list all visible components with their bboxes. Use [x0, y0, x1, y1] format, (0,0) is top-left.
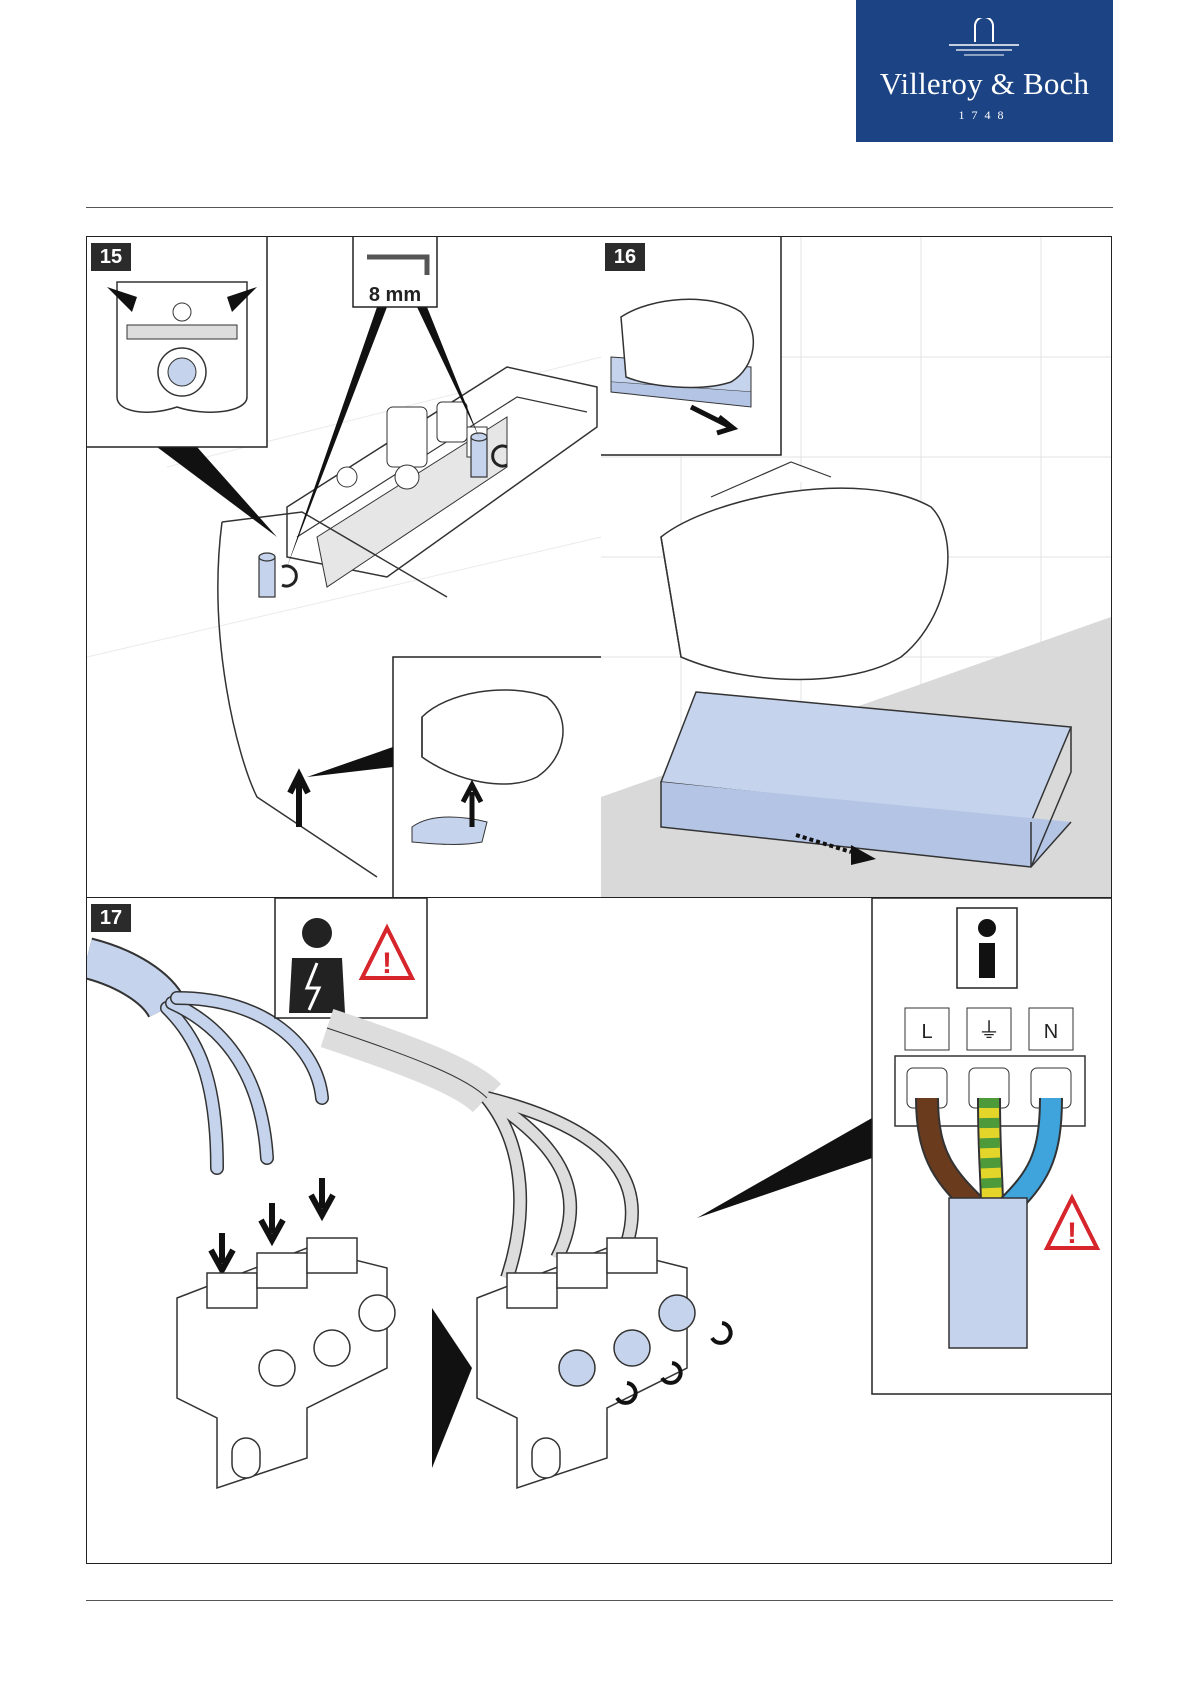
step-17-panel: !	[87, 897, 1111, 1564]
step-17-illustration: !	[87, 898, 1111, 1564]
step-number: 17	[91, 904, 131, 932]
left-bolt-icon	[259, 553, 275, 597]
step-15-panel: 8 mm 15	[87, 237, 602, 897]
svg-text:!: !	[1067, 1217, 1077, 1250]
step-15-illustration: 8 mm	[87, 237, 601, 897]
insert-arrow-icon	[261, 1203, 283, 1240]
terminal-label-neutral: N	[1044, 1021, 1058, 1043]
tool-size-label: 8 mm	[369, 284, 421, 306]
step-number: 15	[91, 243, 131, 271]
stripped-wires	[167, 998, 322, 1168]
hand-icon	[412, 817, 487, 844]
tighten-arrow-icon	[712, 1323, 731, 1343]
terminal-block-closed	[477, 1238, 695, 1488]
right-bolt-icon	[471, 433, 487, 477]
svg-text:!: !	[382, 947, 392, 980]
terminal-block-open	[177, 1238, 395, 1488]
header-rule	[86, 207, 1113, 208]
left-rotate-arrow-icon	[282, 566, 296, 586]
insert-arrow-icon	[211, 1233, 233, 1270]
step-number: 16	[605, 243, 645, 271]
brand-year: 1748	[856, 108, 1113, 123]
terminal-label-earth: ⏚	[978, 1018, 1000, 1043]
footer-rule	[86, 1600, 1113, 1601]
mains-cable	[949, 1198, 1027, 1348]
step-16-illustration	[601, 237, 1111, 897]
toilet-bowl	[661, 488, 948, 679]
lift-arrow-large-icon	[290, 775, 308, 827]
terminal-label-live: L	[921, 1021, 932, 1043]
instruction-frame: 8 mm 15	[86, 236, 1112, 1564]
next-step-arrow-icon	[432, 1308, 472, 1468]
step-16-panel: 16	[601, 237, 1111, 897]
insert-arrow-icon	[311, 1178, 333, 1215]
brand-logo: Villeroy & Boch 1748	[856, 0, 1113, 142]
brand-emblem-icon	[856, 18, 1113, 58]
brand-name: Villeroy & Boch	[856, 66, 1113, 102]
